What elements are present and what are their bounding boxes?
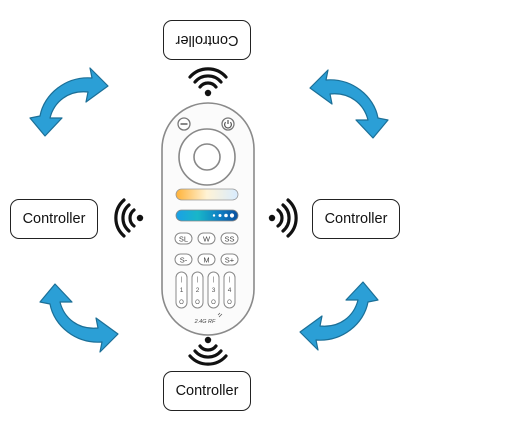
zone-1-button [175, 271, 188, 309]
wifi-signal-top-icon [188, 67, 228, 97]
rotation-arrow-bottom-right-icon [299, 281, 379, 351]
controller-box-top: Controller [163, 20, 251, 60]
svg-text:|: | [213, 277, 215, 283]
zone-4-label: 4 [228, 287, 232, 294]
controller-box-right: Controller [312, 199, 400, 239]
zone-3-button [207, 271, 220, 309]
speed-down-label: S- [180, 255, 188, 264]
controller-label-left: Controller [22, 211, 86, 227]
svg-text:O: O [195, 300, 200, 306]
svg-text:O: O [227, 300, 232, 306]
speed-low-button [174, 232, 193, 245]
rotation-arrow-top-right-icon [309, 69, 389, 139]
white-button [197, 232, 216, 245]
remote-control: SL W SS S- M S+ | 1 O | 2 [161, 102, 255, 336]
power-button [221, 117, 235, 131]
rotation-arrow-top-left-icon [29, 67, 109, 137]
color-temperature-bar [175, 188, 239, 201]
wifi-signal-bottom-icon [188, 336, 228, 366]
speed-low-label: SL [179, 234, 188, 243]
zone-2-label: 2 [196, 287, 200, 294]
wifi-signal-left-icon [114, 198, 144, 238]
white-label: W [203, 234, 211, 243]
svg-text:|: | [197, 277, 199, 283]
speed-up-button [220, 253, 239, 266]
zone-3-label: 3 [212, 287, 216, 294]
mode-button [197, 253, 216, 266]
wifi-signal-right-icon [268, 198, 298, 238]
controller-label-top: Controller [175, 32, 239, 48]
controller-box-left: Controller [10, 199, 98, 239]
brightness-wheel-center [193, 143, 221, 171]
zone-4-button [223, 271, 236, 309]
off-button [177, 117, 191, 131]
rf-signal-icon [217, 312, 223, 318]
rotation-arrow-bottom-left-icon [39, 283, 119, 353]
mode-label: M [203, 255, 209, 264]
svg-text:|: | [181, 277, 183, 283]
speed-down-button [174, 253, 193, 266]
zone-1-label: 1 [180, 287, 184, 294]
speed-high-button [220, 232, 239, 245]
controller-box-bottom: Controller [163, 371, 251, 411]
controller-label-right: Controller [324, 211, 388, 227]
svg-text:|: | [229, 277, 231, 283]
speed-up-label: S+ [225, 255, 235, 264]
controller-label-bottom: Controller [175, 383, 239, 399]
svg-text:O: O [211, 300, 216, 306]
speed-high-label: SS [224, 234, 234, 243]
power-icon [224, 120, 232, 129]
rgb-color-bar [175, 209, 239, 222]
svg-text:O: O [179, 300, 184, 306]
zone-2-button [191, 271, 204, 309]
rf-band-label: 2.4G RF [194, 319, 216, 325]
